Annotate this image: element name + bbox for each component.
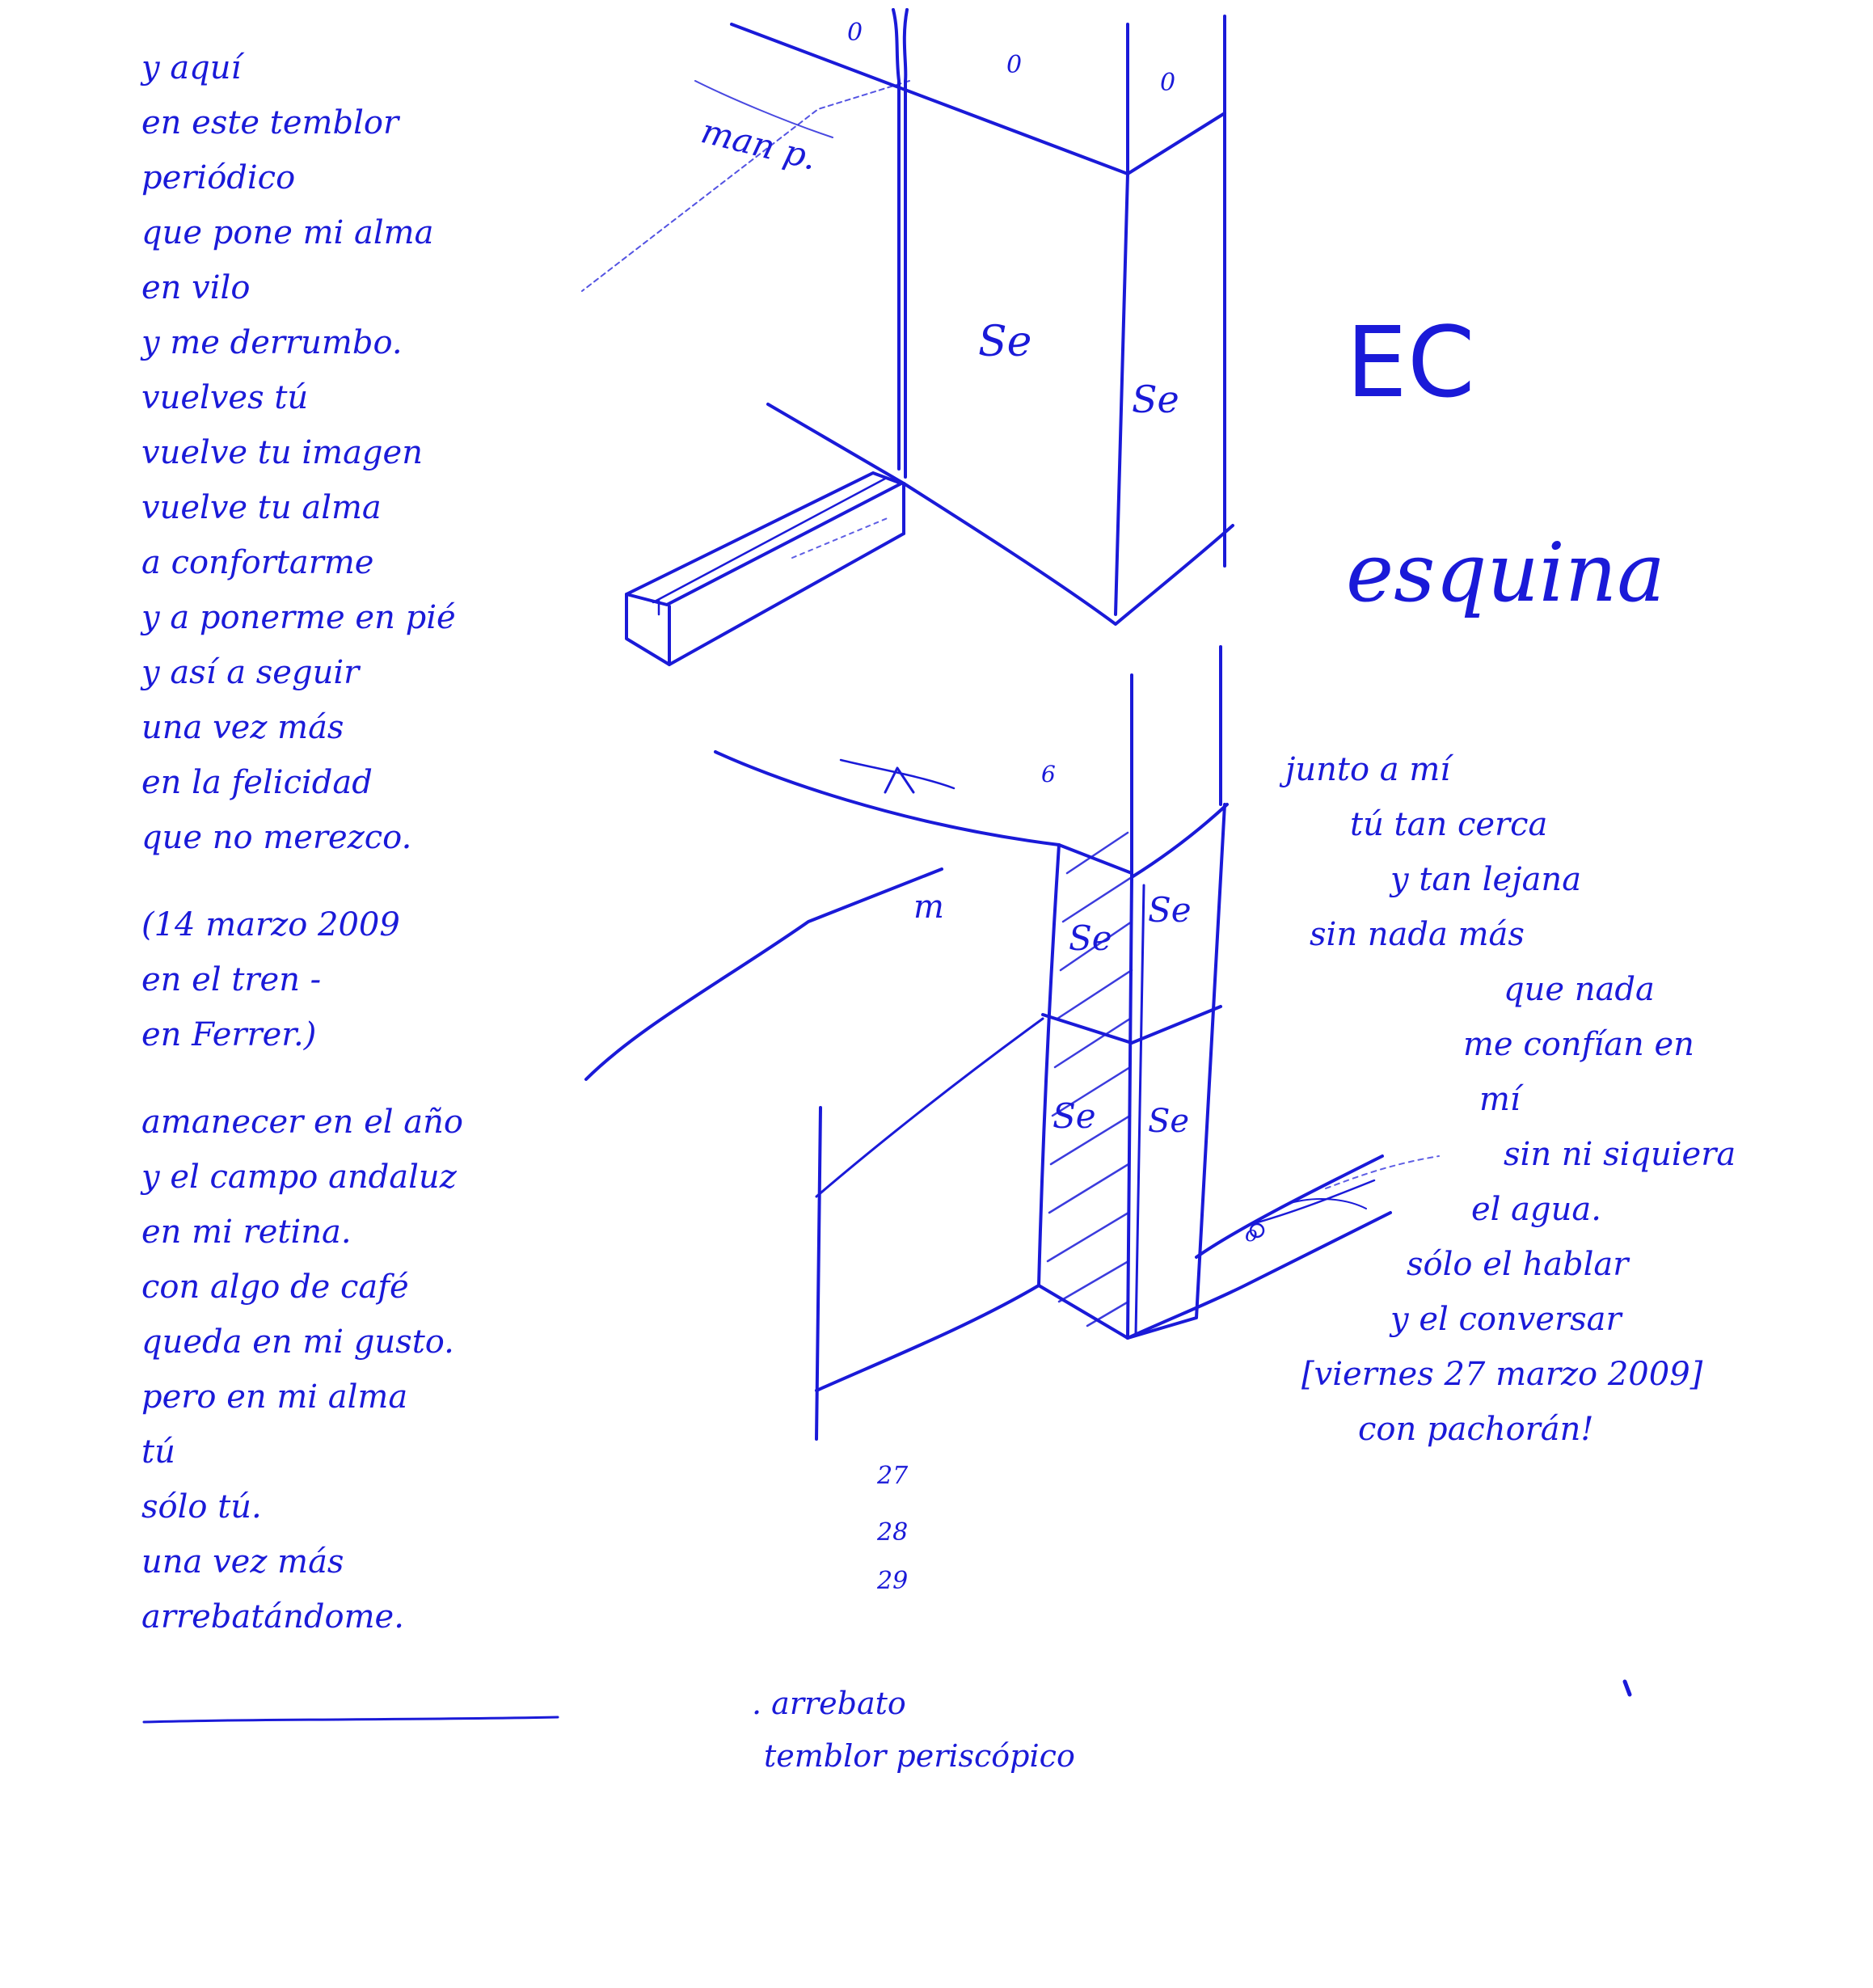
date-note-line: en el tren - (141, 961, 322, 998)
heading-esquina: esquina (1346, 525, 1665, 620)
poem-line: sin nada más (1310, 916, 1525, 953)
poem-line: vuelves tú (141, 379, 309, 416)
date-note-line: (14 marzo 2009 (141, 906, 400, 943)
poem-line: y así a seguir (141, 654, 360, 691)
poem-line: pero en mi alma (141, 1378, 408, 1416)
poem-line: y el conversar (1390, 1301, 1622, 1338)
upper-sketch-mark: 0 (1160, 69, 1175, 97)
poem-line: y aquí (141, 49, 242, 87)
upper-sketch-face-label: Se (978, 318, 1031, 366)
number-note: 29 (876, 1567, 908, 1595)
lower-sketch-note: m (913, 888, 944, 926)
lower-sketch-face-label: Se (1053, 1096, 1096, 1136)
footnote-line: temblor periscópico (764, 1738, 1075, 1774)
ink-speck (1622, 1679, 1632, 1697)
poem-line: tú tan cerca (1350, 806, 1548, 843)
poem-line: una vez más (141, 709, 344, 746)
poem-line: en la felicidad (141, 764, 373, 801)
number-note: 28 (876, 1518, 908, 1547)
poem-line: en vilo (141, 269, 251, 306)
underline (142, 1716, 559, 1724)
poem-line: vuelve tu alma (141, 489, 382, 526)
poem-line: el agua. (1471, 1191, 1601, 1228)
upper-sketch-face-label: Se (1132, 378, 1179, 421)
poem-left: y aquí en este temblor periódico que pon… (141, 40, 463, 1644)
poem-line: y el campo andaluz (141, 1159, 457, 1196)
poem-line: que no merezco. (141, 819, 412, 856)
lower-sketch-pipe-mark: o (1245, 1222, 1258, 1247)
date-note-line: en Ferrer.) (141, 1016, 317, 1053)
number-note: 27 (876, 1462, 909, 1490)
lower-sketch-face-label: Se (1069, 918, 1112, 958)
poem-line: sin ni siquiera (1504, 1136, 1736, 1173)
poem-line: en mi retina. (141, 1213, 352, 1251)
footnote-line: . arrebato (752, 1686, 906, 1721)
poem-line: y tan lejana (1390, 861, 1582, 898)
poem-line: me confían en (1463, 1026, 1694, 1063)
poem-right: junto a mí tú tan cerca y tan lejana sin… (1285, 742, 1736, 1457)
column-hatching (1046, 831, 1133, 1327)
poem-line: [viernes 27 marzo 2009] (1301, 1356, 1703, 1393)
lower-sketch-face-label: Se (1148, 890, 1192, 930)
poem-line: arrebatándome. (141, 1598, 404, 1636)
poem-line: mí (1479, 1081, 1521, 1118)
lower-sketch-face-label: Se (1148, 1103, 1189, 1140)
poem-line: a confortarme (141, 544, 374, 581)
poem-line: vuelve tu imagen (141, 434, 423, 471)
poem-line: tú (141, 1433, 175, 1471)
poem-line: y me derrumbo. (141, 324, 403, 361)
poem-line: que nada (1504, 971, 1655, 1008)
poem-line: con pachorán! (1358, 1411, 1594, 1448)
poem-line: una vez más (141, 1543, 344, 1581)
pipe-circle (1249, 1222, 1265, 1239)
upper-corner-sketch: 0 0 0 man p. Se Se (581, 8, 1234, 666)
upper-sketch-mark: 0 (1006, 51, 1022, 79)
poem-line: junto a mí (1285, 751, 1451, 788)
poem-line: periódico (141, 159, 296, 196)
upper-sketch-mark: 0 (847, 19, 863, 47)
lower-corner-sketch: 6 m Se Se Se Se o (584, 645, 1440, 1441)
poem-line: con algo de café (141, 1268, 409, 1306)
poem-line: y a ponerme en pié (141, 599, 456, 636)
poem-line: queda en mi gusto. (141, 1323, 454, 1361)
poem-line: en este temblor (141, 104, 399, 141)
heading-ec: EC (1346, 307, 1475, 420)
poem-line: amanecer en el año (141, 1104, 463, 1141)
poem-line: sólo el hablar (1407, 1246, 1629, 1283)
lower-sketch-mark: 6 (1041, 761, 1056, 787)
poem-line: sólo tú. (141, 1488, 262, 1526)
poem-line: que pone mi alma (141, 214, 434, 251)
